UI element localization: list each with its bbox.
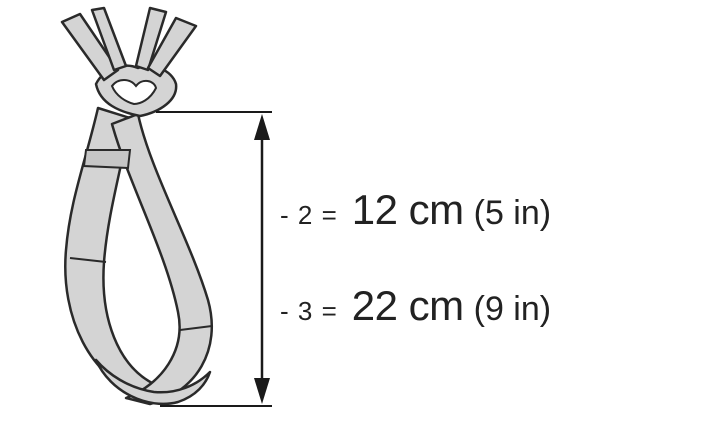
measurement-label-2: - 3 = (280, 296, 338, 326)
sling-buckle (82, 149, 132, 170)
measurement-row-1: - 2 = 12 cm (5 in) (280, 186, 551, 234)
sling-stitch-right (179, 325, 213, 331)
sling-stitch-left (69, 257, 107, 263)
sling-strap-top-far-right (146, 16, 198, 78)
sling-knot-center (110, 79, 158, 106)
dimension-arrowhead-down (254, 378, 270, 404)
measurement-row-2: - 3 = 22 cm (9 in) (280, 282, 551, 330)
sling-strap-top-right (134, 6, 168, 72)
sling-loop-bottom (94, 358, 212, 406)
dimension-arrowhead-up (254, 114, 270, 140)
sling-strap-top-left (60, 12, 120, 82)
measurement-label-1: - 2 = (280, 200, 338, 230)
measurement-imperial-1: (5 in) (473, 194, 552, 232)
sling-strap-top-mid (90, 6, 128, 72)
measurement-metric-1: 12 cm (351, 186, 464, 233)
measurement-metric-2: 22 cm (351, 282, 464, 329)
measurement-imperial-2: (9 in) (473, 290, 552, 328)
